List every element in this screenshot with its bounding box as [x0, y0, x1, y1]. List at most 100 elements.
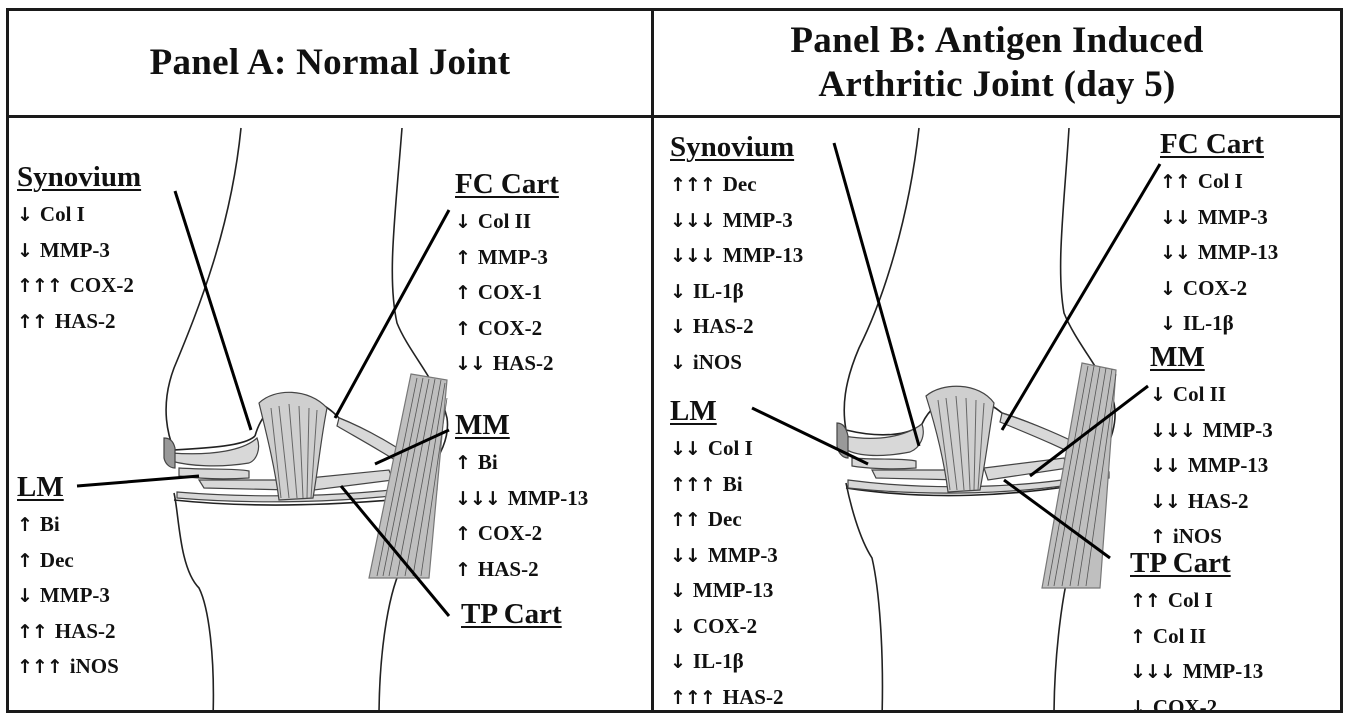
- panel-b-tp-cart-group: TP Cart ↑↑Col I ↑Col II ↓↓↓MMP-13 ↓COX-2: [1130, 547, 1263, 713]
- arrow-icon: ↓: [670, 651, 685, 673]
- arrow-icon: ↑↑↑: [670, 174, 715, 196]
- list-item: ↑COX-2: [455, 516, 588, 552]
- list-item: ↑COX-1: [455, 275, 559, 311]
- list-item: ↓HAS-2: [670, 309, 803, 345]
- list-item: ↓MMP-3: [17, 233, 141, 269]
- arrow-icon: ↓: [17, 585, 32, 607]
- arrow-icon: ↑: [1150, 526, 1165, 548]
- panel-b-title-line-2: Arthritic Joint (day 5): [790, 63, 1203, 107]
- list-item: ↑Col II: [1130, 619, 1263, 655]
- arrow-icon: ↓↓↓: [670, 245, 715, 267]
- list-item: ↓COX-2: [1130, 690, 1263, 713]
- list-item: ↓COX-2: [1160, 271, 1278, 307]
- list-item: ↑↑↑Dec: [670, 167, 803, 203]
- arrow-icon: ↓: [17, 204, 32, 226]
- arrow-icon: ↑: [1130, 626, 1145, 648]
- list-item: ↓↓↓MMP-13: [1130, 654, 1263, 690]
- list-item: ↓↓↓MMP-3: [1150, 413, 1273, 449]
- panel-b-title: Panel B: Antigen Induced Arthritic Joint…: [790, 19, 1203, 107]
- list-item: ↑↑HAS-2: [17, 304, 141, 340]
- arrow-icon: ↓↓↓: [1130, 661, 1175, 683]
- list-item: ↓COX-2: [670, 609, 783, 645]
- arrow-icon: ↓: [670, 316, 685, 338]
- arrow-icon: ↑: [455, 318, 470, 340]
- list-item: ↑MMP-3: [455, 240, 559, 276]
- panel-b-synovium-group: Synovium ↑↑↑Dec ↓↓↓MMP-3 ↓↓↓MMP-13 ↓IL-1…: [670, 131, 803, 380]
- arrow-icon: ↓↓: [670, 545, 700, 567]
- panel-a: Panel A: Normal Joint: [6, 8, 654, 713]
- panel-a-fc-cart-group: FC Cart ↓Col II ↑MMP-3 ↑COX-1 ↑COX-2 ↓↓H…: [455, 168, 559, 382]
- list-item: ↓↓MMP-3: [1160, 200, 1278, 236]
- list-item: ↑Dec: [17, 543, 119, 579]
- panel-a-lm-group: LM ↑Bi ↑Dec ↓MMP-3 ↑↑HAS-2 ↑↑↑iNOS: [17, 471, 119, 685]
- arrow-icon: ↓↓: [1160, 207, 1190, 229]
- panel-b-synovium-heading: Synovium: [670, 131, 803, 163]
- arrow-icon: ↑↑: [17, 311, 47, 333]
- list-item: ↓MMP-13: [670, 573, 783, 609]
- panel-b-title-box: Panel B: Antigen Induced Arthritic Joint…: [654, 11, 1340, 118]
- arrow-icon: ↑↑: [1160, 171, 1190, 193]
- panel-a-fc-cart-heading: FC Cart: [455, 168, 559, 200]
- arrow-icon: ↓↓: [1150, 455, 1180, 477]
- panel-b-synovium-leader: [834, 143, 919, 446]
- list-item: ↑↑↑iNOS: [17, 649, 119, 685]
- arrow-icon: ↓: [670, 580, 685, 602]
- arrow-icon: ↓↓↓: [670, 210, 715, 232]
- list-item: ↓↓↓MMP-13: [670, 238, 803, 274]
- list-item: ↓Col II: [1150, 377, 1273, 413]
- panel-a-synovium-heading: Synovium: [17, 161, 141, 193]
- arrow-icon: ↓: [670, 281, 685, 303]
- arrow-icon: ↑↑↑: [17, 275, 62, 297]
- list-item: ↓↓Col I: [670, 431, 783, 467]
- arrow-icon: ↑: [17, 550, 32, 572]
- list-item: ↑↑↑COX-2: [17, 268, 141, 304]
- list-item: ↑↑HAS-2: [17, 614, 119, 650]
- list-item: ↑↑Col I: [1160, 164, 1278, 200]
- list-item: ↓↓MMP-13: [1160, 235, 1278, 271]
- panel-a-synovium-leader: [175, 191, 251, 430]
- list-item: ↑↑↑HAS-2: [670, 680, 783, 713]
- panel-b-mm-group: MM ↓Col II ↓↓↓MMP-3 ↓↓MMP-13 ↓↓HAS-2 ↑iN…: [1150, 341, 1273, 555]
- panel-b-fc-cart-group: FC Cart ↑↑Col I ↓↓MMP-3 ↓↓MMP-13 ↓COX-2 …: [1160, 128, 1278, 342]
- arrow-icon: ↓: [1150, 384, 1165, 406]
- panel-a-mm-group: MM ↑Bi ↓↓↓MMP-13 ↑COX-2 ↑HAS-2: [455, 409, 588, 587]
- list-item: ↑↑Dec: [670, 502, 783, 538]
- panel-a-tp-cart-heading: TP Cart: [461, 598, 562, 630]
- list-item: ↓iNOS: [670, 345, 803, 381]
- arrow-icon: ↑↑: [17, 621, 47, 643]
- list-item: ↓↓MMP-3: [670, 538, 783, 574]
- list-item: ↓↓↓MMP-13: [455, 481, 588, 517]
- arrow-icon: ↓↓↓: [1150, 420, 1195, 442]
- list-item: ↑HAS-2: [455, 552, 588, 588]
- arrow-icon: ↑↑↑: [670, 687, 715, 709]
- panel-a-synovium-group: Synovium ↓Col I ↓MMP-3 ↑↑↑COX-2 ↑↑HAS-2: [17, 161, 141, 339]
- arrow-icon: ↓: [670, 616, 685, 638]
- arrow-icon: ↑: [17, 514, 32, 536]
- arrow-icon: ↓: [455, 211, 470, 233]
- arrow-icon: ↓: [670, 352, 685, 374]
- list-item: ↑COX-2: [455, 311, 559, 347]
- list-item: ↓↓MMP-13: [1150, 448, 1273, 484]
- panel-b-tp-cart-heading: TP Cart: [1130, 547, 1263, 579]
- panel-a-mm-heading: MM: [455, 409, 588, 441]
- arrow-icon: ↓↓: [455, 353, 485, 375]
- panel-a-tp-cart-group: TP Cart: [461, 598, 562, 634]
- list-item: ↓↓HAS-2: [1150, 484, 1273, 520]
- arrow-icon: ↑↑↑: [17, 656, 62, 678]
- arrow-icon: ↓: [1160, 313, 1175, 335]
- list-item: ↓↓↓MMP-3: [670, 203, 803, 239]
- panel-b-lm-group: LM ↓↓Col I ↑↑↑Bi ↑↑Dec ↓↓MMP-3 ↓MMP-13 ↓…: [670, 395, 783, 713]
- panel-b-fc-cart-heading: FC Cart: [1160, 128, 1278, 160]
- arrow-icon: ↑: [455, 523, 470, 545]
- list-item: ↑↑↑Bi: [670, 467, 783, 503]
- arrow-icon: ↓: [1130, 697, 1145, 713]
- list-item: ↑Bi: [17, 507, 119, 543]
- panel-a-title: Panel A: Normal Joint: [150, 41, 511, 85]
- arrow-icon: ↑: [455, 452, 470, 474]
- arrow-icon: ↓: [17, 240, 32, 262]
- list-item: ↓IL-1β: [670, 644, 783, 680]
- arrow-icon: ↓↓: [1160, 242, 1190, 264]
- arrow-icon: ↑↑: [1130, 590, 1160, 612]
- panel-b-mm-heading: MM: [1150, 341, 1273, 373]
- list-item: ↓MMP-3: [17, 578, 119, 614]
